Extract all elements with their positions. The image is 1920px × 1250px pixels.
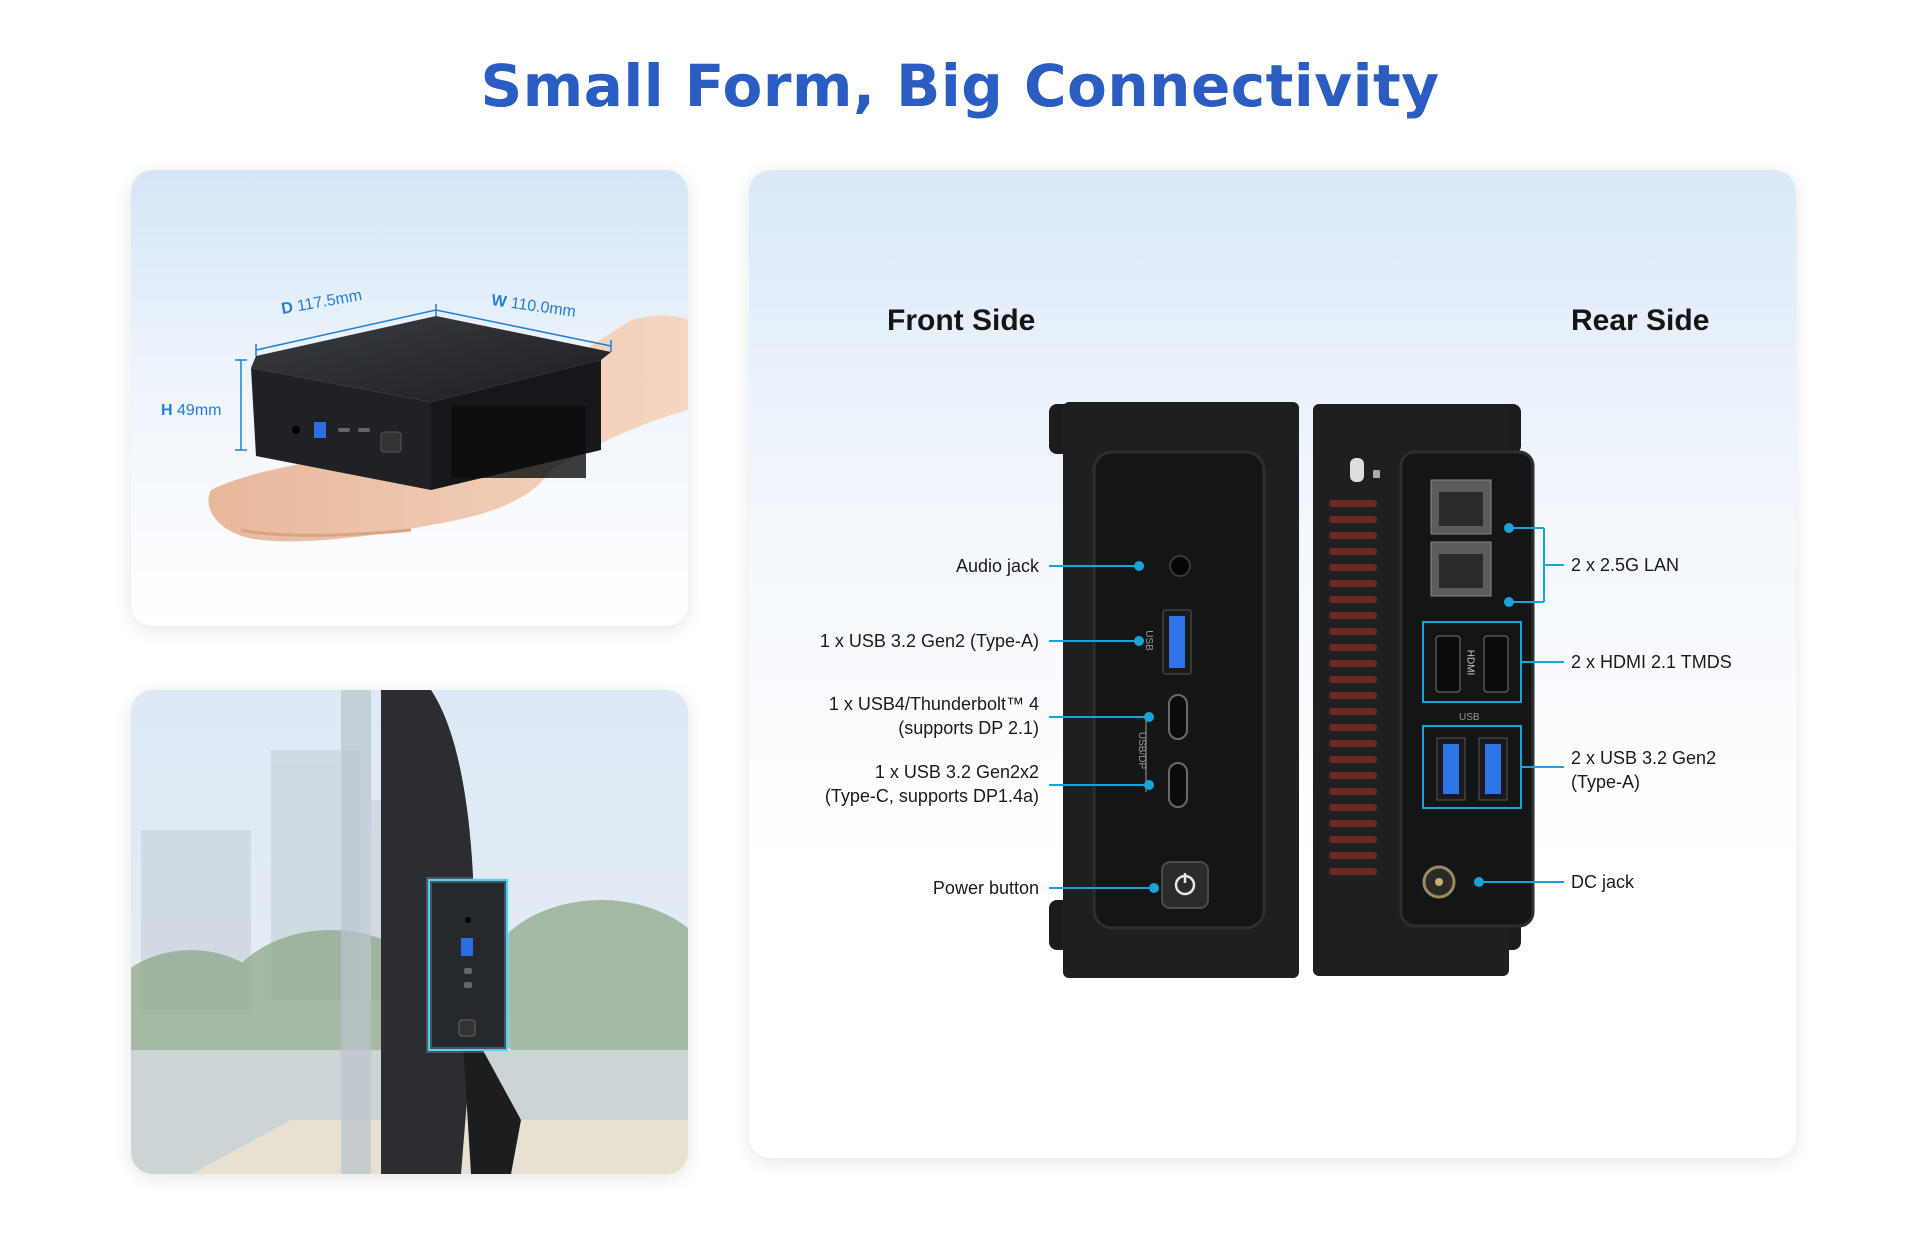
- label-thunderbolt: 1 x USB4/Thunderbolt™ 4 (supports DP 2.1…: [828, 694, 1039, 738]
- label-power-button: Power button: [932, 878, 1039, 898]
- vent-slot: [1329, 532, 1377, 539]
- height-label: H 49mm: [161, 402, 222, 419]
- front-audio-jack: [1169, 555, 1191, 577]
- monitor-mount-card: [131, 690, 688, 1174]
- vent-slot: [1329, 500, 1377, 507]
- vent-slot: [1329, 596, 1377, 603]
- vent-slot: [1329, 612, 1377, 619]
- vent-slot: [1329, 660, 1377, 667]
- front-usb-dp-engraving: USB/DP: [1136, 731, 1148, 770]
- vent-slot: [1329, 804, 1377, 811]
- rear-usb-port-1: [1443, 744, 1459, 794]
- ports-card: Front Side Rear Side: [749, 170, 1796, 1158]
- rear-hdmi-port-2: [1483, 635, 1509, 693]
- label-front-usb-c: 1 x USB 3.2 Gen2x2 (Type-C, supports DP1…: [824, 762, 1039, 806]
- rear-usb-engraving: USB: [1459, 712, 1480, 723]
- front-thunderbolt-port: [1168, 694, 1188, 740]
- label-audio-jack: Audio jack: [955, 556, 1039, 576]
- front-usb-c-port: [1168, 762, 1188, 808]
- label-front-usb-a: 1 x USB 3.2 Gen2 (Type-A): [819, 631, 1039, 651]
- kensington-lock-icon: [1350, 458, 1364, 482]
- dimensions-card: D 117.5mm W 110.0mm H 49mm: [131, 170, 688, 626]
- vent-slot: [1329, 580, 1377, 587]
- front-usb-engraving: USB: [1142, 630, 1154, 651]
- mini-audio-port: [292, 426, 300, 434]
- rear-side-heading: Rear Side: [1571, 304, 1710, 337]
- front-panel: [1049, 402, 1299, 978]
- vent-slot: [1329, 756, 1377, 763]
- monitor-mount-illustration: [131, 690, 688, 1174]
- rear-hdmi-engraving: HDMI: [1464, 649, 1476, 676]
- front-usb-a-port: [1169, 616, 1185, 668]
- vent-slot: [1329, 548, 1377, 555]
- rear-hdmi-port-1: [1435, 635, 1461, 693]
- callout-lines: [1049, 523, 1564, 893]
- vent-slot: [1329, 564, 1377, 571]
- page-title: Small Form, Big Connectivity: [480, 52, 1440, 120]
- vent-slot: [1329, 628, 1377, 635]
- label-lan: 2 x 2.5G LAN: [1571, 555, 1680, 575]
- rear-usb-port-2: [1485, 744, 1501, 794]
- label-hdmi: 2 x HDMI 2.1 TMDS: [1571, 652, 1732, 672]
- vent-slot: [1329, 788, 1377, 795]
- rear-vents: [1329, 500, 1377, 875]
- front-power-button: [1161, 861, 1209, 909]
- vent-slot: [1329, 708, 1377, 715]
- vent-slot: [1329, 740, 1377, 747]
- ports-diagram: [1049, 402, 1564, 978]
- dimensions-illustration: [208, 304, 688, 542]
- front-side-heading: Front Side: [887, 304, 1036, 337]
- vent-slot: [1329, 772, 1377, 779]
- vent-slot: [1329, 868, 1377, 875]
- vent-slot: [1329, 724, 1377, 731]
- vent-slot: [1329, 516, 1377, 523]
- device-top: [251, 316, 611, 402]
- vent-slot: [1329, 836, 1377, 843]
- vent-slot: [1329, 852, 1377, 859]
- vent-slot: [1329, 644, 1377, 651]
- label-rear-usb: 2 x USB 3.2 Gen2 (Type-A): [1571, 748, 1717, 792]
- rear-panel: [1313, 404, 1535, 976]
- vent-slot: [1329, 676, 1377, 683]
- mini-usb-a-port: [314, 422, 326, 438]
- vent-slot: [1329, 820, 1377, 827]
- label-dc-jack: DC jack: [1571, 872, 1635, 892]
- vent-slot: [1329, 692, 1377, 699]
